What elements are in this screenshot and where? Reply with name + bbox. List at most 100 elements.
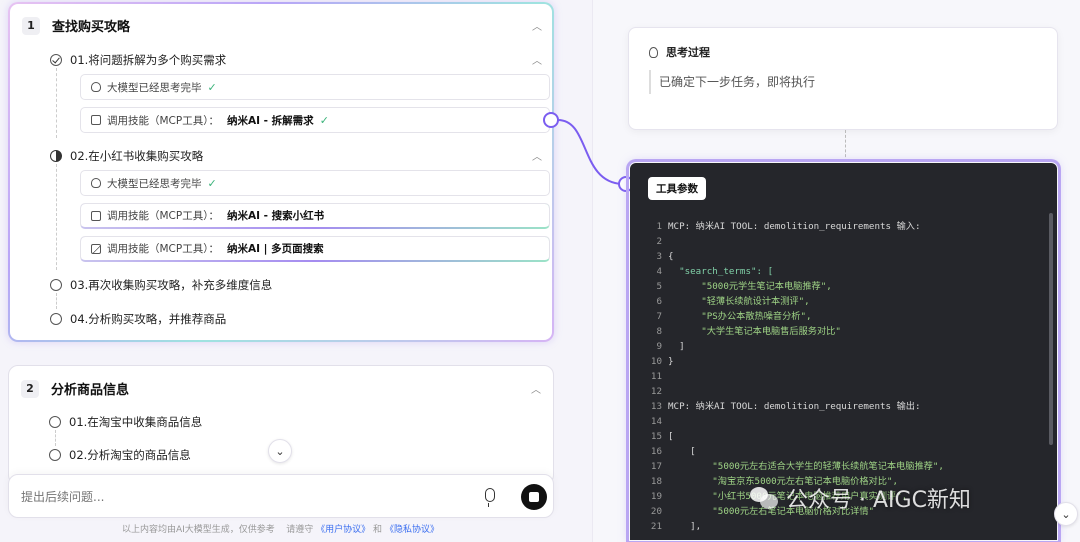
sub-task-item: 大模型已经思考完毕 ✓ — [80, 170, 550, 196]
step-label: 04.分析购买攻略，并推荐商品 — [70, 312, 227, 326]
progress-circle-icon — [50, 150, 62, 162]
code-line: 16 [ — [648, 444, 944, 459]
code-line: 10} — [648, 354, 944, 369]
empty-circle-icon — [50, 313, 62, 325]
chevron-up-icon[interactable]: ︿ — [532, 152, 542, 163]
code-line: 3{ — [648, 249, 944, 264]
line-number: 4 — [656, 266, 662, 277]
image-icon — [91, 243, 101, 254]
bulb-icon — [649, 46, 658, 58]
sub-task-item: 调用技能（MCP工具）： 纳米AI - 拆解需求 ✓ — [80, 107, 550, 133]
step-item[interactable]: 02.在小红书收集购买攻略 — [50, 148, 203, 164]
check-icon: ✓ — [207, 80, 217, 94]
agree-text: 请遵守 — [286, 525, 314, 535]
line-number: 11 — [650, 371, 662, 382]
code-line: 19 "小红书5000元笔记本电脑推荐用户真实测评", — [648, 489, 944, 504]
line-number: 14 — [650, 416, 662, 427]
code-line: 14 — [648, 414, 944, 429]
code-text: "PS办公本散热噪音分析", — [668, 311, 812, 322]
step-item[interactable]: 02.分析淘宝的商品信息 — [49, 447, 191, 463]
line-number: 1 — [656, 221, 662, 232]
tool-name: 纳米AI - 拆解需求 — [226, 114, 314, 127]
code-text: "5000元左右适合大学生的轻薄长续航笔记本电脑推荐", — [668, 461, 944, 472]
section-number: 1 — [22, 16, 40, 35]
thinking-card: 思考过程 已确定下一步任务，即将执行 — [628, 27, 1058, 130]
line-number: 13 — [650, 401, 662, 412]
step-item[interactable]: 03.再次收集购买攻略，补充多维度信息 — [50, 277, 272, 293]
code-line: 9 ] — [648, 339, 944, 354]
code-line: 12 — [648, 384, 944, 399]
tool-name: 纳米AI | 多页面搜索 — [226, 243, 324, 255]
code-line: 17 "5000元左右适合大学生的轻薄长续航笔记本电脑推荐", — [648, 459, 944, 474]
section-header-1[interactable]: 1 查找购买攻略 — [22, 16, 130, 35]
step-label: 02.分析淘宝的商品信息 — [69, 448, 191, 462]
sub-task-text: 大模型已经思考完毕 — [107, 177, 202, 190]
line-number: 6 — [656, 296, 662, 307]
line-number: 3 — [656, 251, 662, 262]
tool-name: 纳米AI - 搜索小红书 — [226, 210, 325, 222]
check-circle-icon — [50, 54, 62, 66]
line-number: 9 — [656, 341, 662, 352]
section-header-2[interactable]: 2 分析商品信息 — [21, 379, 129, 398]
step-connector — [56, 68, 57, 138]
chevron-up-icon[interactable]: ︿ — [532, 56, 542, 67]
code-text: "5000元左右笔记本电脑价格对比详情" — [668, 506, 875, 517]
check-icon: ✓ — [319, 113, 329, 127]
sub-task-item: 大模型已经思考完毕 ✓ — [80, 74, 550, 100]
privacy-agreement-link[interactable]: 《隐私协议》 — [384, 525, 439, 535]
line-number: 2 — [656, 236, 662, 247]
code-line: 8 "大学生笔记本电脑售后服务对比" — [648, 324, 944, 339]
chevron-up-icon[interactable]: ︿ — [532, 22, 542, 33]
scrollbar[interactable] — [1049, 213, 1053, 445]
line-number: 10 — [650, 356, 662, 367]
sub-task-text: 调用技能（MCP工具）： — [107, 210, 219, 222]
line-number: 16 — [650, 446, 662, 457]
line-number: 7 — [656, 311, 662, 322]
sub-task-text: 调用技能（MCP工具）： — [107, 114, 219, 127]
code-text: MCP: 纳米AI TOOL: demolition_requirements … — [668, 401, 921, 412]
code-line: 18 "淘宝京东5000元左右笔记本电脑价格对比", — [648, 474, 944, 489]
line-number: 15 — [650, 431, 662, 442]
bulb-icon — [91, 82, 101, 92]
line-number: 18 — [650, 476, 662, 487]
code-text: ] — [668, 341, 685, 352]
line-number: 5 — [656, 281, 662, 292]
scroll-to-bottom-button[interactable]: ⌄ — [1054, 502, 1078, 526]
section-card-2: 2 分析商品信息 ︿ 01.在淘宝中收集商品信息 02.分析淘宝的商品信息 — [8, 365, 554, 485]
user-agreement-link[interactable]: 《用户协议》 — [316, 525, 371, 535]
step-label: 01.在淘宝中收集商品信息 — [69, 415, 203, 429]
step-item[interactable]: 01.将问题拆解为多个购买需求 — [50, 52, 226, 68]
step-item[interactable]: 04.分析购买攻略，并推荐商品 — [50, 311, 226, 327]
line-number: 17 — [650, 461, 662, 472]
bulb-icon — [91, 178, 101, 188]
code-text: ], — [668, 521, 702, 532]
code-text: [ — [668, 431, 674, 442]
stop-button[interactable] — [521, 484, 547, 510]
sub-task-item: 调用技能（MCP工具）： 纳米AI - 搜索小红书 — [80, 203, 550, 229]
step-item[interactable]: 01.在淘宝中收集商品信息 — [49, 414, 202, 430]
code-text: { — [668, 251, 674, 262]
microphone-icon[interactable] — [485, 488, 495, 507]
sub-task-text: 大模型已经思考完毕 — [107, 81, 202, 94]
chevron-up-icon[interactable]: ︿ — [531, 385, 541, 396]
connector-dot-left — [543, 112, 559, 128]
toolbox-icon — [91, 115, 101, 125]
line-number: 12 — [650, 386, 662, 397]
code-line: 15 [ — [648, 429, 944, 444]
code-line: 2 — [648, 234, 944, 249]
empty-circle-icon — [49, 416, 61, 428]
code-line: 5 "5000元学生笔记本电脑推荐", — [648, 279, 944, 294]
thinking-body: 已确定下一步任务，即将执行 — [649, 70, 815, 94]
code-line: 6 "轻薄长续航设计本测评", — [648, 294, 944, 309]
scroll-to-bottom-button[interactable]: ⌄ — [268, 439, 292, 463]
disclaimer-text: 以上内容均由AI大模型生成，仅供参考 — [122, 525, 275, 535]
follow-up-input[interactable] — [21, 487, 421, 507]
code-line: 13 MCP: 纳米AI TOOL: demolition_requirement… — [648, 399, 944, 414]
tool-params-tag: 工具参数 — [648, 177, 706, 200]
toolbox-icon — [91, 210, 101, 221]
thinking-title-text: 思考过程 — [666, 46, 710, 59]
code-text: "5000元学生笔记本电脑推荐", — [668, 281, 832, 292]
section-number: 2 — [21, 379, 39, 398]
